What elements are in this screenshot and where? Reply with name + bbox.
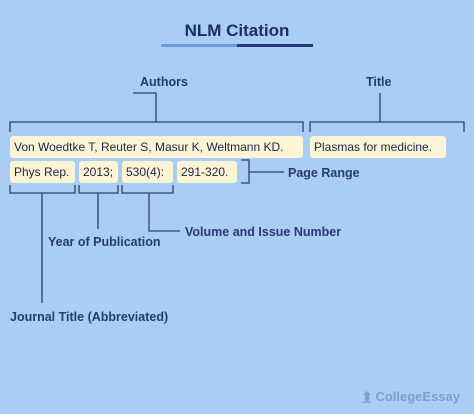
watermark-brand: CollegeEssay [375,389,460,404]
chip-volume-issue: 530(4): [122,161,173,183]
label-year: Year of Publication [48,235,161,249]
label-journal: Journal Title (Abbreviated) [10,310,169,324]
chip-year: 2013; [79,161,118,183]
watermark-logo: CollegeEssay [362,389,460,404]
chip-journal: Phys Rep. [10,161,75,183]
logo-icon [363,390,372,403]
label-authors: Authors [140,75,188,89]
chip-pages: 291-320. [177,161,237,183]
diagram-title: NLM Citation [184,21,290,40]
chip-title: Plasmas for medicine. [310,136,446,158]
label-volume-issue: Volume and Issue Number [185,225,342,239]
label-title: Title [366,75,392,89]
label-page-range: Page Range [288,166,360,180]
chip-authors: Von Woedtke T, Reuter S, Masur K, Weltma… [10,136,303,158]
